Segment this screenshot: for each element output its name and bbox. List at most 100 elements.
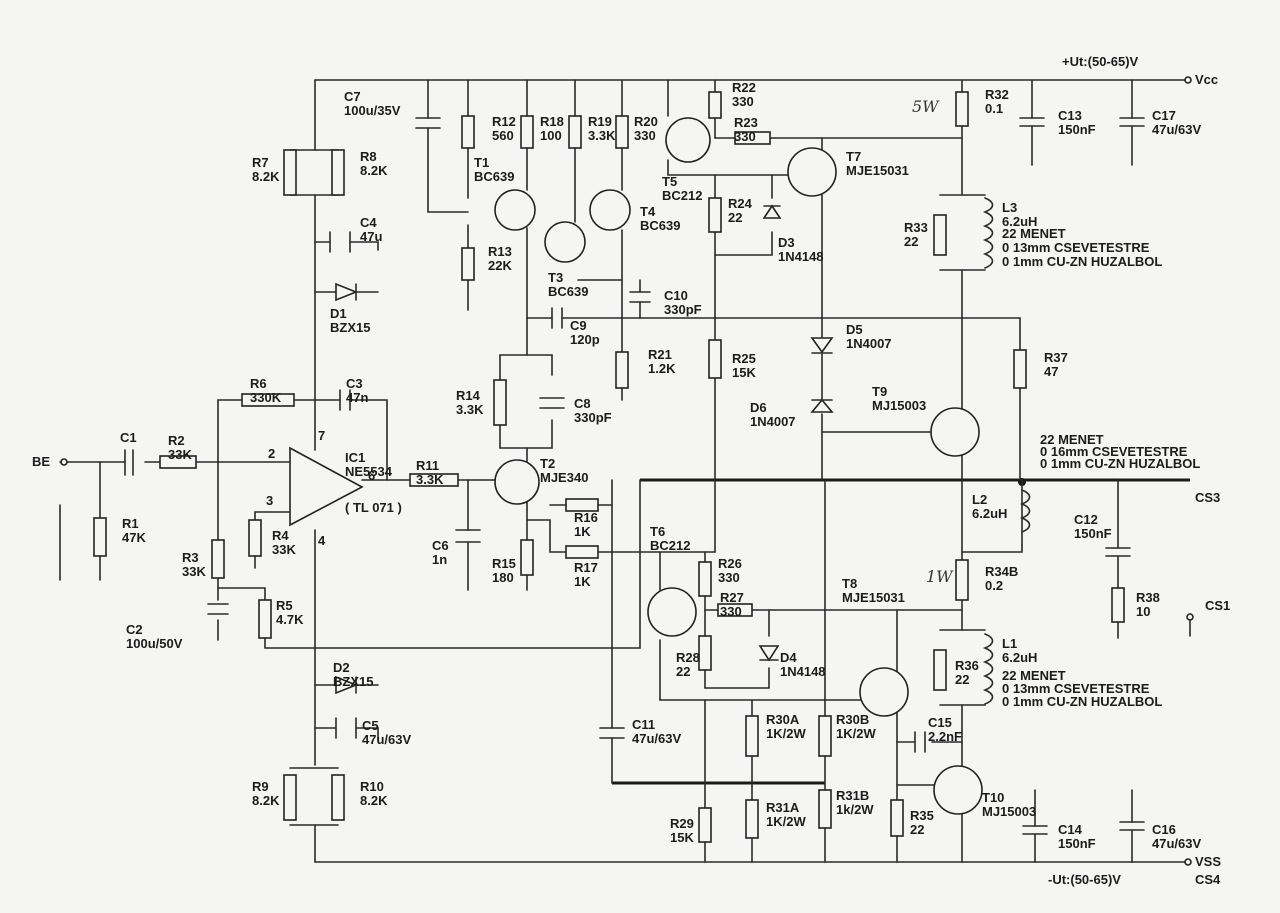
value-r21: 1.2K (648, 361, 676, 376)
label-t2: T2 (540, 456, 555, 471)
r32-power-note: 5W (912, 97, 940, 116)
transistor-t10 (933, 765, 983, 815)
label-c5: C5 (362, 718, 379, 733)
label-r14: R14 (456, 388, 481, 403)
capacitor-c11 (599, 727, 625, 739)
value-t3: BC639 (548, 284, 588, 299)
value-t1: BC639 (474, 169, 514, 184)
label-r13: R13 (488, 244, 512, 259)
resistor-r14 (493, 379, 507, 426)
label-t1: T1 (474, 155, 489, 170)
l3-note-1: 22 MENET (1002, 226, 1066, 241)
label-r27: R27 (720, 590, 744, 605)
value-r31a: 1K/2W (766, 814, 806, 829)
value-r9: 8.2K (252, 793, 280, 808)
value-r13: 22K (488, 258, 512, 273)
ic1-pin-2: 2 (268, 446, 275, 461)
label-r17: R17 (574, 560, 598, 575)
label-r34b: R34B (985, 564, 1018, 579)
resistor-r32 (955, 91, 969, 127)
value-d1: BZX15 (330, 320, 370, 335)
label-c12: C12 (1074, 512, 1098, 527)
label-r5: R5 (276, 598, 293, 613)
value-l3: 6.2uH (1002, 214, 1037, 229)
label-r30b: R30B (836, 712, 869, 727)
capacitor-c5 (335, 717, 357, 739)
resistor-r16 (565, 498, 599, 512)
label-t9: T9 (872, 384, 887, 399)
resistor-r10 (331, 774, 345, 821)
value-r10: 8.2K (360, 793, 388, 808)
label-c1: C1 (120, 430, 137, 445)
label-c8: C8 (574, 396, 591, 411)
value-r37: 47 (1044, 364, 1058, 379)
value-l1: 6.2uH (1002, 650, 1037, 665)
value-c9: 120p (570, 332, 600, 347)
capacitor-c10 (629, 291, 651, 303)
label-t3: T3 (548, 270, 563, 285)
value-t8: MJE15031 (842, 590, 905, 605)
diode-d4 (758, 645, 780, 662)
value-c16: 47u/63V (1152, 836, 1201, 851)
label-d3: D3 (778, 235, 795, 250)
resistor-r35 (890, 799, 904, 837)
label-r4: R4 (272, 528, 289, 543)
transistor-t4 (589, 189, 631, 231)
label-r1: R1 (122, 516, 139, 531)
resistor-r34b (955, 559, 969, 601)
capacitor-c1 (124, 449, 134, 476)
transistor-t1 (494, 189, 536, 231)
value-c15: 2.2nF (928, 729, 962, 744)
resistor-r2 (159, 455, 197, 469)
inductor-l2 (1019, 489, 1031, 533)
label-r11: R11 (416, 458, 439, 473)
label-t5: T5 (662, 174, 677, 189)
label-r16: R16 (574, 510, 598, 525)
value-d3: 1N4148 (778, 249, 824, 264)
value-c2: 100u/50V (126, 636, 183, 651)
resistor-r22 (708, 91, 722, 119)
value-c7: 100u/35V (344, 103, 401, 118)
value-c12: 150nF (1074, 526, 1112, 541)
l2-note-2: 0 16mm CSEVETESTRE (1040, 444, 1188, 459)
resistor-r26 (698, 561, 712, 597)
label-r32: R32 (985, 87, 1009, 102)
resistor-r38 (1111, 587, 1125, 623)
value-r27: 330 (720, 604, 742, 619)
capacitor-c13 (1019, 117, 1045, 127)
value-r1: 47K (122, 530, 146, 545)
l1-note-1: 22 MENET (1002, 668, 1066, 683)
label-r24: R24 (728, 196, 753, 211)
resistor-r30a (745, 715, 759, 757)
inductor-l1 (982, 633, 994, 705)
value-t9: MJ15003 (872, 398, 926, 413)
resistor-r27 (717, 603, 753, 617)
l1-note-3: 0 1mm CU-ZN HUZALBOL (1002, 694, 1162, 709)
value-r15: 180 (492, 570, 514, 585)
capacitor-c4 (329, 231, 351, 253)
resistor-r37 (1013, 349, 1027, 389)
r34b-power-note: 1W (926, 567, 954, 586)
resistor-r31b (818, 789, 832, 829)
transistor-t5 (665, 117, 711, 163)
resistor-r23 (734, 131, 771, 145)
value-r35: 22 (910, 822, 924, 837)
value-r16: 1K (574, 524, 591, 539)
value-c10: 330pF (664, 302, 702, 317)
input-label: BE (32, 454, 50, 469)
output-bus (612, 478, 1190, 785)
value-r24: 22 (728, 210, 742, 225)
resistor-r5 (258, 599, 272, 639)
label-c9: C9 (570, 318, 587, 333)
label-d5: D5 (846, 322, 863, 337)
capacitor-c17 (1119, 117, 1145, 127)
value-r2: 33K (168, 447, 192, 462)
diode-d5 (810, 337, 834, 354)
label-r8: R8 (360, 149, 377, 164)
cs3-label: CS3 (1195, 490, 1220, 505)
value-r14: 3.3K (456, 402, 484, 417)
transistor-t7 (787, 147, 837, 197)
label-r28: R28 (676, 650, 700, 665)
label-c2: C2 (126, 622, 143, 637)
value-d2: BZX15 (333, 674, 373, 689)
